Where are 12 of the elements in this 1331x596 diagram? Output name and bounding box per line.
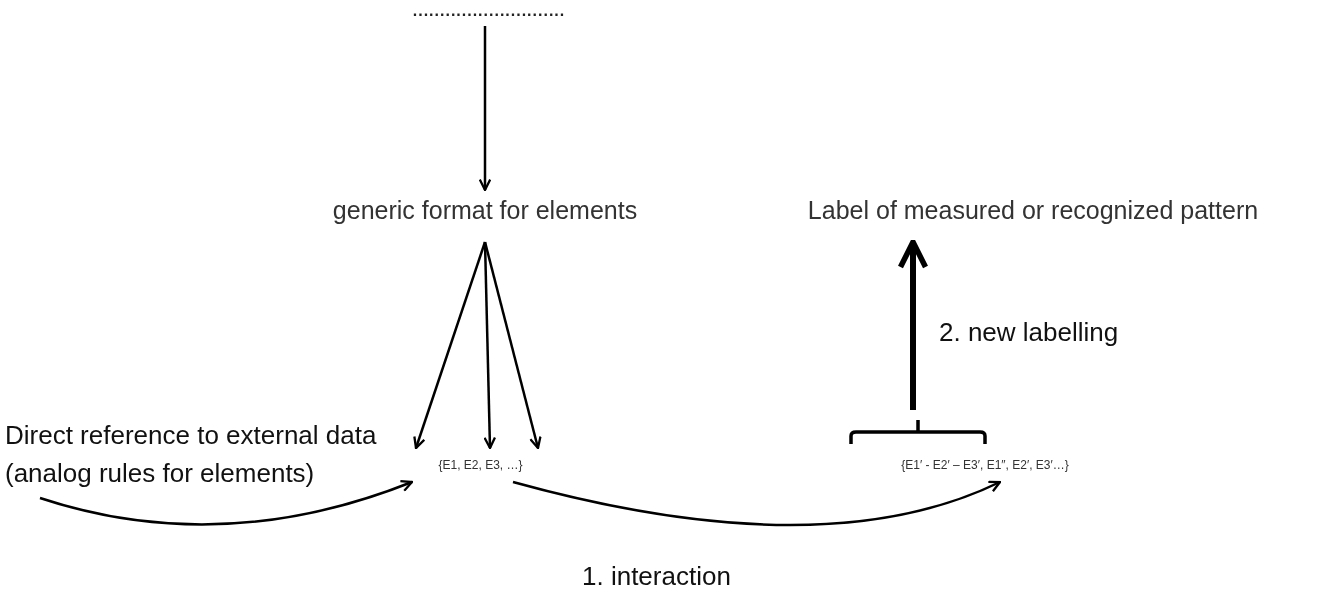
- arrow: [897, 239, 929, 410]
- dotted-line-text: ............................: [411, 1, 567, 21]
- arrow: [478, 26, 492, 192]
- element-set: {E1, E2, E3, …}: [437, 457, 524, 474]
- element-set: {E1′ - E2′ – E3′, E1″, E2′, E3′…}: [900, 457, 1070, 474]
- arrow: [413, 241, 487, 450]
- arrow: [483, 241, 542, 450]
- node-label: Label of measured or recognized pattern: [806, 195, 1260, 226]
- node-label: Direct reference to external data (analog rules for elements): [5, 419, 378, 490]
- arrow: [512, 480, 1002, 527]
- node-label: generic format for elements: [331, 195, 639, 226]
- arrow: [39, 479, 414, 526]
